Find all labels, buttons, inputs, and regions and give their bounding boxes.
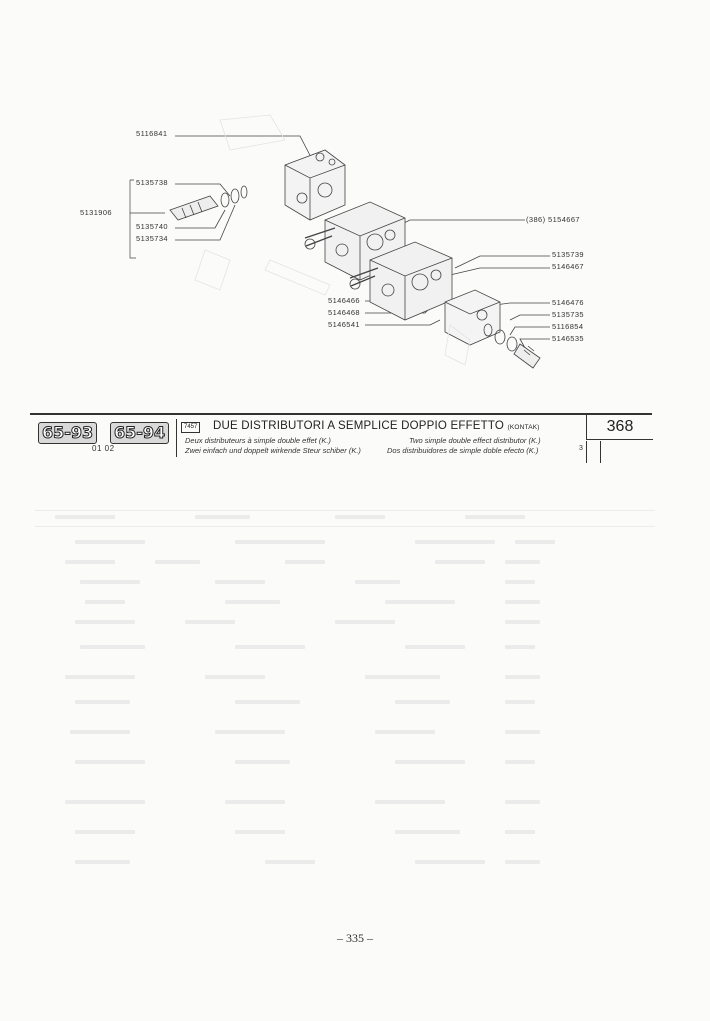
part-number-label: 5146466 — [328, 296, 360, 305]
ghost-text — [75, 700, 130, 704]
ghost-text — [215, 580, 265, 584]
divider — [35, 526, 655, 527]
sheet-number: 3 — [579, 445, 583, 452]
ghost-text — [465, 515, 525, 519]
ghost-text — [75, 620, 135, 624]
ghost-text — [395, 700, 450, 704]
part-number-label: 5116841 — [136, 129, 168, 138]
title-german: Zwei einfach und doppelt wirkende Steur … — [185, 446, 361, 455]
ghost-text — [75, 830, 135, 834]
table-header: 65-93 65-94 01 02 7457 DUE DISTRIBUTORI … — [30, 413, 653, 465]
ghost-text — [185, 620, 235, 624]
page-number: – 335 – — [337, 931, 373, 945]
ghost-text — [505, 620, 540, 624]
part-number-label: 5116854 — [552, 322, 584, 331]
exploded-parts-diagram: 5116841 5135738 5131906 5135740 5135734 … — [70, 110, 630, 410]
model-code-badge: 65-93 — [38, 422, 98, 444]
ghost-text — [505, 730, 540, 734]
part-number-label: 5135739 — [552, 250, 584, 259]
part-number-label: 5146541 — [328, 320, 360, 329]
ghost-text — [395, 760, 465, 764]
ghost-text — [235, 700, 300, 704]
ghost-text — [375, 730, 435, 734]
ghost-text — [155, 560, 200, 564]
ghost-text — [70, 730, 130, 734]
part-number-label: (386) 5154667 — [526, 215, 580, 224]
ghost-text — [385, 600, 455, 604]
model-code-badge: 65-94 — [110, 422, 170, 444]
ghost-text — [235, 540, 325, 544]
table-number: 368 — [586, 415, 653, 440]
title-spanish: Dos distribuidores de simple doble efect… — [387, 446, 539, 455]
ghost-text — [415, 540, 495, 544]
ghost-text — [65, 560, 115, 564]
title-kontak: (KONTAK) — [507, 424, 540, 431]
header-rule — [30, 413, 652, 415]
ghost-text — [365, 675, 440, 679]
ghost-text — [415, 860, 485, 864]
ghost-text — [285, 560, 325, 564]
ghost-text — [505, 700, 535, 704]
part-number-label: 5135738 — [136, 178, 168, 187]
part-number-label: 5146468 — [328, 308, 360, 317]
ghost-text — [505, 600, 540, 604]
ghost-text — [505, 760, 535, 764]
ghost-text — [515, 540, 555, 544]
ghost-text — [505, 560, 540, 564]
ghost-text — [265, 860, 315, 864]
ghost-text — [505, 675, 540, 679]
title-italian: DUE DISTRIBUTORI A SEMPLICE DOPPIO EFFET… — [213, 420, 540, 432]
ghost-text — [505, 830, 535, 834]
ghost-text — [75, 860, 130, 864]
ghost-text — [505, 800, 540, 804]
title-text: DUE DISTRIBUTORI A SEMPLICE DOPPIO EFFET… — [213, 420, 505, 432]
ghost-text — [225, 800, 285, 804]
bleed-through-table — [35, 500, 655, 880]
ghost-text — [355, 580, 400, 584]
reference-box: 7457 — [181, 422, 201, 433]
ghost-text — [335, 620, 395, 624]
ghost-text — [75, 760, 145, 764]
divider — [586, 441, 587, 463]
ghost-text — [505, 645, 535, 649]
ghost-text — [195, 515, 250, 519]
ghost-text — [205, 675, 265, 679]
part-number-label: 5146467 — [552, 262, 584, 271]
part-number-label: 5146476 — [552, 298, 584, 307]
ghost-text — [85, 600, 125, 604]
divider — [600, 441, 601, 463]
part-number-label: 5135734 — [136, 234, 168, 243]
ghost-text — [395, 830, 460, 834]
ghost-text — [335, 515, 385, 519]
valve-assembly-drawing — [129, 114, 550, 369]
part-number-label: 5135740 — [136, 222, 168, 231]
model-subcode: 01 02 — [92, 444, 115, 453]
ghost-text — [55, 515, 115, 519]
ghost-text — [225, 600, 280, 604]
ghost-text — [235, 830, 285, 834]
part-number-label: 5135735 — [552, 310, 584, 319]
ghost-text — [405, 645, 465, 649]
ghost-text — [435, 560, 485, 564]
part-number-label: 5146535 — [552, 334, 584, 343]
part-number-label: 5131906 — [80, 208, 112, 217]
ghost-text — [235, 760, 290, 764]
ghost-text — [75, 540, 145, 544]
ghost-text — [80, 580, 140, 584]
title-block: 7457 DUE DISTRIBUTORI A SEMPLICE DOPPIO … — [176, 419, 585, 457]
title-english: Two simple double effect distributor (K.… — [409, 436, 541, 445]
divider — [35, 510, 655, 511]
ghost-text — [505, 860, 540, 864]
ghost-text — [65, 675, 135, 679]
title-french: Deux distributeurs à simple double effet… — [185, 436, 331, 445]
ghost-text — [215, 730, 285, 734]
ghost-text — [375, 800, 445, 804]
ghost-text — [80, 645, 145, 649]
ghost-text — [65, 800, 145, 804]
ghost-text — [505, 580, 535, 584]
ghost-text — [235, 645, 305, 649]
